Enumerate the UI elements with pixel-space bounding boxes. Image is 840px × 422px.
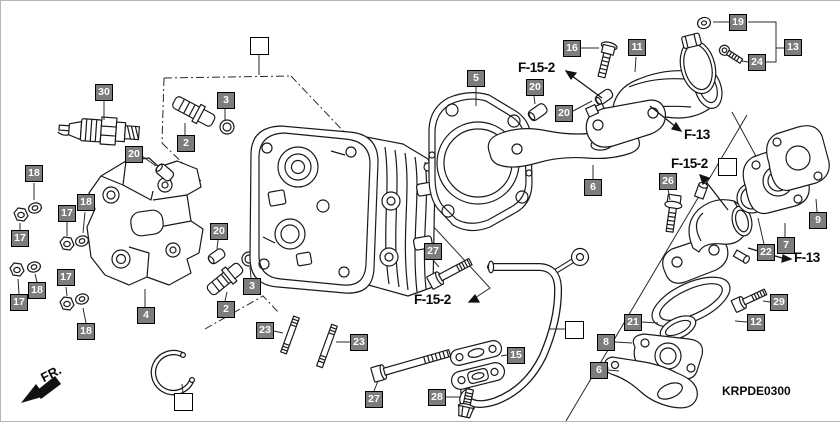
- callout-15: 15: [507, 347, 525, 364]
- diagram-code: KRPDE0300: [722, 384, 791, 398]
- callout-13: 13: [784, 39, 802, 56]
- callout-blank: [174, 393, 193, 411]
- callout-29: 29: [770, 294, 788, 311]
- callout-30: 30: [95, 84, 113, 101]
- callout-23: 23: [350, 334, 368, 351]
- callout-17: 17: [11, 230, 29, 247]
- callout-9: 9: [809, 212, 827, 229]
- callout-blank: [718, 158, 737, 176]
- washer-18c: [26, 261, 42, 273]
- ref-label-f-13: F-13: [684, 127, 710, 142]
- ref-label-f-15-2: F-15-2: [671, 156, 708, 171]
- valve-guide-clip-upper: [219, 119, 235, 135]
- callout-18: 18: [28, 282, 46, 299]
- bolt-28-drawing: [457, 388, 475, 419]
- callout-24: 24: [748, 54, 766, 71]
- callout-27: 27: [365, 391, 383, 408]
- manifold-gasket-9-drawing: [766, 125, 830, 192]
- oval-ring-21-drawing: [659, 315, 697, 341]
- callout-2: 2: [217, 301, 235, 318]
- cylinder-head-drawing: [249, 125, 437, 297]
- clamp-nut-19-drawing: [696, 16, 712, 30]
- callout-11: 11: [628, 39, 646, 56]
- callout-23: 23: [256, 322, 274, 339]
- callout-19: 19: [729, 14, 747, 31]
- callout-17: 17: [58, 205, 76, 222]
- washer-18b: [74, 235, 90, 247]
- callout-3: 3: [243, 278, 261, 295]
- callout-28: 28: [428, 389, 446, 406]
- callout-27: 27: [424, 243, 442, 260]
- washer-18d: [74, 293, 90, 305]
- head-bolt-27a: [426, 257, 473, 290]
- ref-label-f-15-2: F-15-2: [518, 60, 555, 75]
- clamp-band-13-drawing: [679, 32, 717, 95]
- callout-3: 3: [217, 92, 235, 109]
- callout-17: 17: [10, 294, 28, 311]
- callout-8: 8: [597, 334, 615, 351]
- callout-20: 20: [210, 223, 228, 240]
- callout-20: 20: [555, 105, 573, 122]
- intake-manifold-alt-drawing: [662, 181, 753, 284]
- callout-blank: [250, 37, 269, 55]
- callout-4: 4: [137, 307, 155, 324]
- callout-7: 7: [777, 237, 795, 254]
- callout-2: 2: [177, 135, 195, 152]
- callout-20: 20: [125, 146, 143, 163]
- washer-18a: [27, 202, 43, 214]
- oval-gasket-12-drawing: [651, 276, 731, 328]
- callout-17: 17: [57, 269, 75, 286]
- pipe-flange-gasket-15-drawing: [449, 340, 503, 366]
- callout-blank: [565, 321, 584, 339]
- snap-ring-drawing: [150, 349, 196, 396]
- spark-plug-drawing: [57, 116, 140, 146]
- mount-nut-17a: [13, 207, 29, 222]
- head-bolt-27b: [370, 349, 452, 383]
- mount-nut-17d: [59, 296, 75, 311]
- ref-label-f-13: F-13: [794, 250, 820, 265]
- callout-16: 16: [563, 40, 581, 57]
- callout-18: 18: [25, 165, 43, 182]
- front-direction-arrow: [21, 376, 61, 403]
- ref-label-arrows: [467, 70, 793, 303]
- clamp-screw-24-drawing: [718, 44, 744, 64]
- bolt-29-drawing: [730, 288, 768, 313]
- rocker-arm-holder-drawing: [86, 157, 204, 286]
- mount-nut-17c: [9, 262, 25, 277]
- dowel-pin-20a: [155, 163, 175, 182]
- valve-guide-lower-drawing: [206, 262, 244, 296]
- flange-bolt-26-drawing: [664, 193, 683, 233]
- dowel-pin-20d: [594, 88, 614, 106]
- dowel-pin-20b: [207, 248, 226, 265]
- callout-6: 6: [584, 179, 602, 196]
- heat-shield-lower-drawing: [604, 356, 698, 409]
- leader-lines: [17, 21, 818, 398]
- dowel-pin-20c: [527, 103, 548, 122]
- valve-guide-upper-drawing: [172, 96, 216, 127]
- callout-6: 6: [590, 362, 608, 379]
- pipe-flange-joint-drawing: [450, 362, 506, 390]
- callout-5: 5: [467, 70, 485, 87]
- callout-20: 20: [526, 79, 544, 96]
- ref-label-f-15-2: F-15-2: [414, 292, 451, 307]
- callout-26: 26: [659, 173, 677, 190]
- callout-12: 12: [747, 314, 765, 331]
- callout-18: 18: [77, 323, 95, 340]
- callout-22: 22: [757, 244, 775, 261]
- stud-bolt-23b: [316, 323, 338, 369]
- callout-21: 21: [624, 314, 642, 331]
- flange-bolt-16: [597, 41, 618, 79]
- mount-nut-17b: [59, 236, 75, 251]
- stud-bolt-23a: [280, 315, 300, 355]
- assembly-boundary-lines: [161, 54, 759, 421]
- callout-18: 18: [77, 194, 95, 211]
